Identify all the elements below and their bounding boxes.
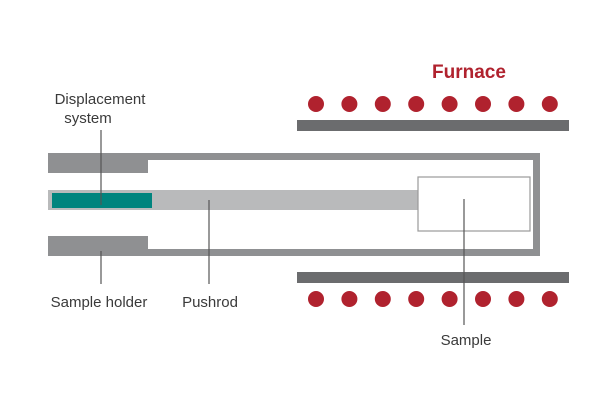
furnace-coil-bottom bbox=[308, 291, 324, 307]
displacement-label-line1: Displacement bbox=[55, 91, 147, 108]
furnace-top-bar bbox=[297, 120, 569, 131]
sample-label: Sample bbox=[441, 332, 492, 349]
furnace-coil-bottom bbox=[441, 291, 458, 307]
furnace-coil-bottom bbox=[508, 291, 525, 307]
furnace-coil-top bbox=[308, 96, 324, 112]
displacement-label-line2: system bbox=[64, 110, 112, 127]
sample-holder bbox=[48, 153, 540, 256]
furnace-coil-bottom bbox=[341, 291, 358, 307]
furnace-coil-top bbox=[508, 96, 525, 112]
furnace-coils-top bbox=[308, 96, 558, 112]
furnace-coil-bottom bbox=[374, 291, 391, 307]
sample-holder-label: Sample holder bbox=[51, 294, 148, 311]
furnace-coil-top bbox=[541, 96, 558, 112]
furnace-coils-bottom bbox=[308, 291, 558, 307]
furnace-coil-top bbox=[341, 96, 358, 112]
furnace-coil-top bbox=[441, 96, 458, 112]
furnace-coil-bottom bbox=[475, 291, 491, 307]
sample-holder-end-cap bbox=[533, 153, 540, 256]
furnace-bottom-bar bbox=[297, 272, 569, 283]
sample bbox=[417, 176, 531, 232]
furnace-coil-bottom bbox=[541, 291, 558, 307]
sample-holder-bottom-wall bbox=[148, 249, 540, 256]
sample-holder-top-block bbox=[48, 153, 148, 173]
sample-holder-bottom-block bbox=[48, 236, 148, 256]
furnace-coil-top bbox=[475, 96, 491, 112]
sample-holder-top-wall bbox=[148, 153, 540, 160]
furnace-coil-top bbox=[408, 96, 425, 112]
pushrod-label: Pushrod bbox=[182, 294, 238, 311]
furnace-coil-bottom bbox=[408, 291, 425, 307]
displacement-system bbox=[52, 193, 152, 208]
furnace-coil-top bbox=[374, 96, 391, 112]
furnace-title: Furnace bbox=[432, 62, 506, 83]
